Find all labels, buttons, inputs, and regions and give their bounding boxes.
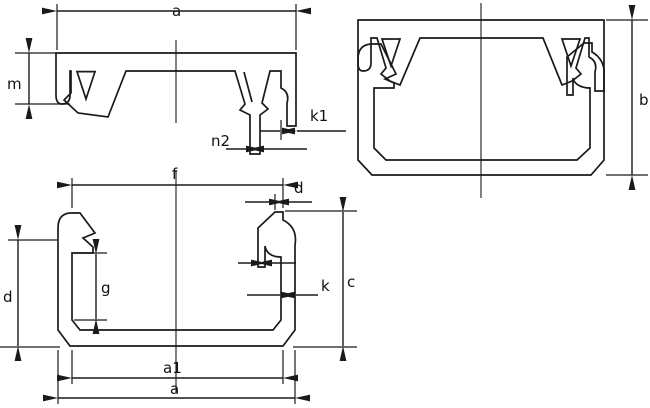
lid-hook-inner-line xyxy=(243,71,253,103)
assembled-lid-outline xyxy=(357,19,605,92)
dim-label-c: c xyxy=(347,273,355,291)
dim-label-k: k xyxy=(321,277,330,295)
assembled-drawing: b xyxy=(357,3,649,198)
dim-label-b: b xyxy=(639,91,649,109)
dim-label-a-lid: a xyxy=(172,2,181,20)
dim-label-d-left: d xyxy=(3,288,13,306)
dim-label-a-channel: a xyxy=(170,380,179,398)
channel-profile-outline xyxy=(57,211,297,347)
dim-label-d-top: d xyxy=(294,179,304,197)
dim-label-f: f xyxy=(172,165,178,183)
dim-label-m: m xyxy=(7,75,22,93)
dim-label-g: g xyxy=(101,279,111,297)
dim-label-n2: n2 xyxy=(211,132,230,150)
channel-drawing: f d c d g k a1 a xyxy=(0,165,357,404)
lid-drawing: a m n2 k1 xyxy=(7,2,346,155)
dim-label-k1: k1 xyxy=(310,107,328,125)
dim-label-a1: a1 xyxy=(163,359,182,377)
